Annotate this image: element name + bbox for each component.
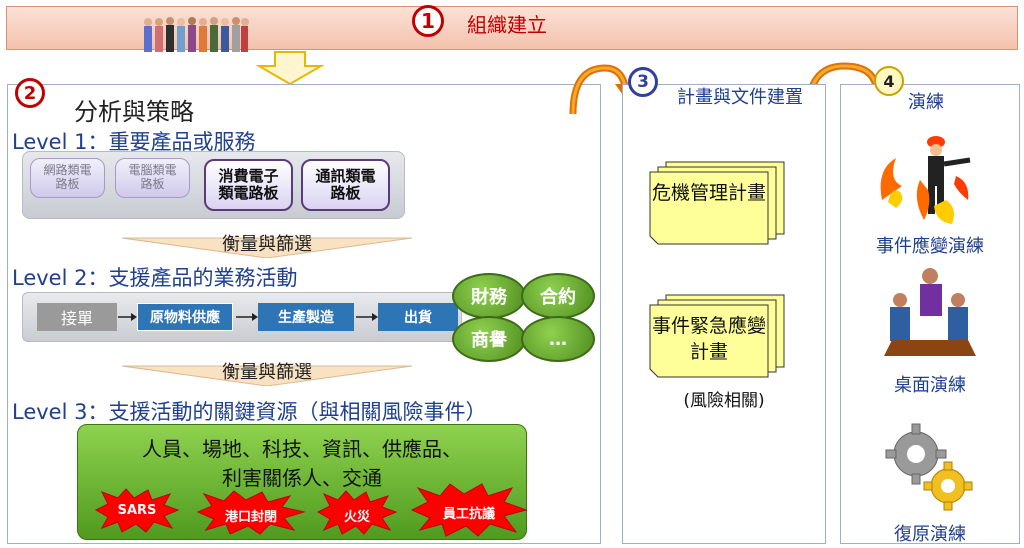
process-arrow-icon [236, 313, 258, 321]
support-contract: 合約 [521, 273, 595, 319]
product-label: 消費電子類電路板 [218, 166, 279, 202]
firefighter-icon [880, 136, 971, 224]
drill-tabletop: 桌面演練 [894, 375, 966, 396]
step-3-title: 計畫與文件建置 [677, 87, 803, 108]
product-consumer-board: 消費電子類電路板 [204, 159, 293, 211]
product-telecom-board: 通訊類電路板 [301, 159, 390, 211]
product-label: 通訊類電路板 [315, 166, 376, 202]
filter-label: 衡量與篩選 [222, 234, 312, 255]
step-4-title: 演練 [908, 92, 944, 113]
support-finance: 財務 [452, 273, 526, 319]
step-2-title: 分析與策略 [74, 98, 194, 126]
risk-related-note: (風險相關) [683, 391, 765, 411]
process-step-manufacturing: 生產製造 [258, 303, 354, 331]
process-step-order: 接單 [37, 303, 117, 331]
step-4-number: 4 [874, 66, 904, 96]
people-group-icon [144, 17, 249, 52]
process-step-shipping: 出貨 [378, 303, 458, 331]
level-1-label: Level 1：重要產品或服務 [12, 130, 256, 154]
filter-arrow: 衡量與篩選 [121, 232, 413, 259]
product-label: 網路類電路板 [43, 163, 92, 191]
risk-burst-icon [410, 483, 528, 537]
process-arrow-icon [118, 313, 137, 321]
drill-recovery: 復原演練 [894, 524, 966, 545]
plan-emergency-response: 事件緊急應變計畫 [651, 315, 766, 363]
document-stack-icon [649, 161, 785, 245]
risk-burst-icon [316, 490, 398, 535]
risk-event: SARS [117, 503, 157, 518]
process-arrow-icon [356, 313, 378, 321]
filter-arrow-shape [121, 365, 413, 387]
step-2-number: 2 [15, 78, 45, 108]
level-2-label: Level 2：支援產品的業務活動 [12, 266, 298, 290]
resources-line-2: 利害關係人、交通 [222, 466, 382, 490]
plan-crisis-management: 危機管理計畫 [651, 182, 766, 204]
drill-incident-response: 事件應變演練 [876, 236, 984, 257]
product-label: 電腦類電路板 [128, 163, 177, 191]
tabletop-meeting-icon [884, 268, 976, 356]
risk-event: 員工抗議 [442, 507, 495, 522]
product-computer-board: 電腦類電路板 [115, 158, 190, 198]
process-step-materials: 原物料供應 [137, 303, 233, 331]
gears-icon [885, 423, 973, 511]
risk-burst-icon [196, 490, 306, 535]
resources-line-1: 人員、場地、科技、資訊、供應品、 [142, 437, 462, 461]
risk-event: 港口封閉 [224, 510, 277, 525]
document-stack-icon [649, 294, 785, 378]
filter-arrow-shape [121, 237, 413, 259]
step-1-number: 1 [412, 5, 444, 37]
support-reputation: 商譽 [452, 316, 526, 362]
step-1-title: 組織建立 [467, 13, 547, 37]
level-3-label: Level 3：支援活動的關鍵資源（與相關風險事件） [12, 400, 487, 424]
risk-burst-icon [94, 488, 180, 533]
down-arrow-icon [255, 51, 325, 86]
risk-event: 火災 [343, 510, 370, 525]
step-3-number: 3 [628, 67, 658, 97]
support-more: … [521, 316, 595, 362]
filter-label: 衡量與篩選 [222, 362, 312, 383]
product-network-board: 網路類電路板 [30, 158, 105, 198]
organization-banner [6, 6, 1018, 50]
filter-arrow: 衡量與篩選 [121, 360, 413, 387]
